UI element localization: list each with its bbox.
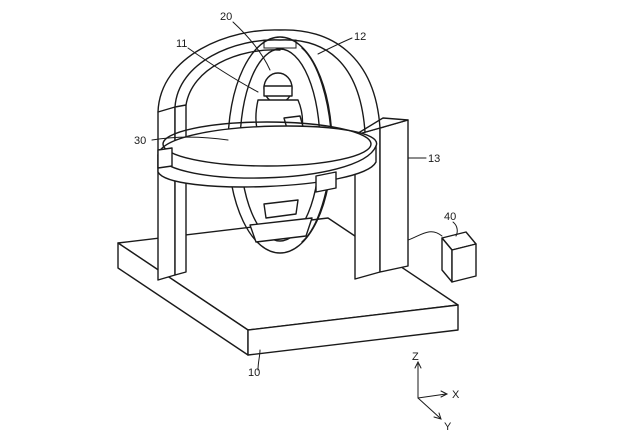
label-13: 13 [428, 153, 440, 165]
label-11: 11 [176, 38, 187, 50]
leader-lines [151, 21, 458, 371]
base-platform [117, 217, 459, 356]
axis-x-label: X [452, 389, 460, 401]
horizontal-ring [157, 121, 377, 193]
label-40: 40 [444, 211, 456, 223]
axis-y-label: Y [444, 421, 452, 433]
label-30: 30 [134, 135, 146, 147]
label-20: 20 [220, 11, 232, 23]
label-10: 10 [248, 367, 260, 379]
control-unit [407, 231, 477, 283]
label-12: 12 [354, 31, 366, 43]
coordinate-axes [414, 360, 449, 420]
axis-z-label: Z [412, 351, 419, 363]
